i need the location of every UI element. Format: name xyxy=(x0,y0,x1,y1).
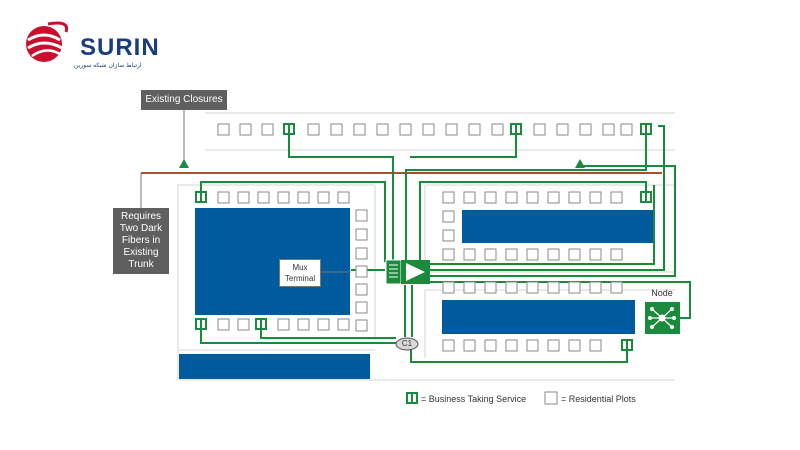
residential-plots xyxy=(217,123,633,136)
surin-logo: SURIN ارتباط سازان شبکه سورین xyxy=(18,10,159,70)
business-building-icon xyxy=(195,191,207,203)
residential-plots xyxy=(217,191,368,332)
closure-c1-label: C1 xyxy=(401,339,413,348)
surin-globe-icon xyxy=(26,21,69,62)
mux-terminal-label: Mux Terminal xyxy=(279,259,321,287)
existing-closures-label: Existing Closures xyxy=(141,90,227,110)
brand-tagline: ارتباط سازان شبکه سورین xyxy=(74,62,142,69)
business-building-icon xyxy=(640,123,652,135)
business-building-icon xyxy=(640,191,652,203)
business-building-icon xyxy=(255,318,267,330)
mux-terminal-icon xyxy=(385,259,430,285)
business-building-icon xyxy=(621,339,633,351)
closure-marker xyxy=(179,159,189,168)
legend-business-text: = Business Taking Service xyxy=(421,394,527,404)
node-icon xyxy=(645,302,680,334)
legend-residential-text: = Residential Plots xyxy=(561,394,636,404)
business-building-icons xyxy=(195,123,652,351)
building-block xyxy=(179,354,370,379)
trunk-note-label: Requires Two Dark Fibers in Existing Tru… xyxy=(113,208,169,274)
closure-c1-icon xyxy=(395,337,419,351)
building-block xyxy=(442,300,635,334)
node-label: Node xyxy=(651,288,673,298)
legend-business-icon xyxy=(406,392,418,404)
building-block xyxy=(195,208,350,315)
residential-plots xyxy=(442,281,623,352)
business-building-icon xyxy=(195,318,207,330)
business-building-icon xyxy=(283,123,295,135)
building-block xyxy=(462,210,655,243)
residential-plots xyxy=(442,191,623,261)
fiber-routes xyxy=(200,125,691,363)
legend-residential-icon xyxy=(544,391,558,405)
business-building-icon xyxy=(510,123,522,135)
brand-name: SURIN xyxy=(80,34,160,61)
